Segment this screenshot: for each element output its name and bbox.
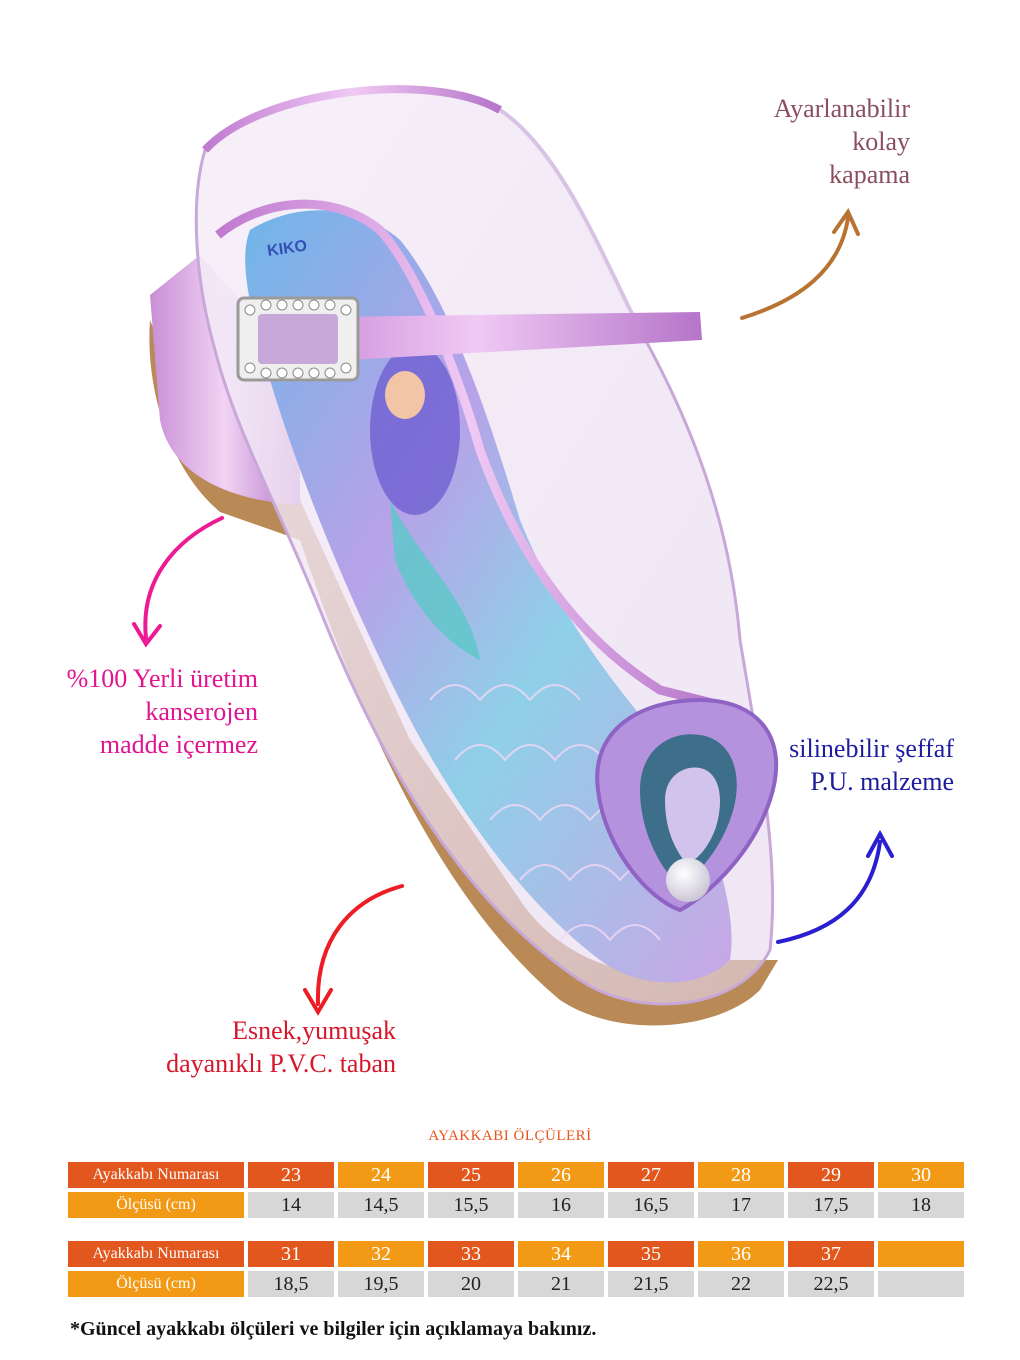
sole-line-2: dayanıklı P.V.C. taban [166, 1049, 396, 1078]
size-cell: 32 [338, 1241, 424, 1267]
size-cell: 31 [248, 1241, 334, 1267]
size-cell: 29 [788, 1162, 874, 1188]
closure-line-3: kapama [829, 160, 910, 189]
material-arrow-icon [776, 829, 894, 944]
sole-arrow-icon [303, 884, 404, 1016]
size-cell: 24 [338, 1162, 424, 1188]
measure-cell: 17,5 [788, 1192, 874, 1218]
size-cell: 35 [608, 1241, 694, 1267]
measure-cell-empty [878, 1271, 964, 1297]
size-row-2-measures: Ölçüsü (cm) 18,5 19,5 20 21 21,5 22 22,5 [68, 1271, 968, 1297]
size-cell: 25 [428, 1162, 514, 1188]
size-cell: 23 [248, 1162, 334, 1188]
strap [250, 312, 702, 365]
material-line-1: silinebilir şeffaf [789, 734, 954, 763]
local-line-2: kanserojen [145, 697, 258, 726]
footnote: *Güncel ayakkabı ölçüleri ve bilgiler iç… [70, 1318, 597, 1340]
measure-cell: 16 [518, 1192, 604, 1218]
closure-line-1: Ayarlanabilir [773, 94, 910, 123]
size-cell: 33 [428, 1241, 514, 1267]
size-cell: 36 [698, 1241, 784, 1267]
size-cell: 28 [698, 1162, 784, 1188]
measure-cell: 14,5 [338, 1192, 424, 1218]
size-number-label: Ayakkabı Numarası [68, 1241, 244, 1267]
size-row-1-measures: Ölçüsü (cm) 14 14,5 15,5 16 16,5 17 17,5… [68, 1192, 968, 1218]
measure-cell: 14 [248, 1192, 334, 1218]
measure-cell: 22,5 [788, 1271, 874, 1297]
svg-text:KIKO: KIKO [266, 238, 308, 260]
measure-cell: 15,5 [428, 1192, 514, 1218]
closure-arrow-icon [740, 207, 860, 320]
size-cell: 27 [608, 1162, 694, 1188]
seashell-ornament [595, 697, 779, 913]
measure-label: Ölçüsü (cm) [68, 1192, 244, 1218]
measure-cell: 19,5 [338, 1271, 424, 1297]
local-production-callout: %100 Yerli üretim kanserojen madde içerm… [30, 662, 258, 761]
size-table-title: AYAKKABI ÖLÇÜLERİ [428, 1128, 592, 1144]
mermaid-figure [370, 345, 460, 515]
measure-cell: 18 [878, 1192, 964, 1218]
size-cell: 26 [518, 1162, 604, 1188]
measure-label: Ölçüsü (cm) [68, 1271, 244, 1297]
size-row-1-numbers: Ayakkabı Numarası 23 24 25 26 27 28 29 3… [68, 1162, 968, 1188]
size-row-2-numbers: Ayakkabı Numarası 31 32 33 34 35 36 37 [68, 1241, 968, 1267]
size-cell-empty [878, 1241, 964, 1267]
size-cell: 37 [788, 1241, 874, 1267]
rhinestones [244, 299, 352, 379]
upper-piping [215, 199, 722, 710]
material-line-2: P.U. malzeme [810, 767, 954, 796]
size-cell: 34 [518, 1241, 604, 1267]
measure-cell: 21 [518, 1271, 604, 1297]
measure-cell: 18,5 [248, 1271, 334, 1297]
material-callout: silinebilir şeffaf P.U. malzeme [740, 732, 954, 798]
measure-cell: 16,5 [608, 1192, 694, 1218]
local-line-3: madde içermez [99, 730, 258, 759]
sole-callout: Esnek,yumuşak dayanıklı P.V.C. taban [150, 1014, 396, 1080]
measure-cell: 22 [698, 1271, 784, 1297]
sole-line-1: Esnek,yumuşak [232, 1016, 396, 1045]
size-cell: 30 [878, 1162, 964, 1188]
sole [149, 320, 778, 1026]
local-arrow-icon [132, 516, 224, 648]
local-line-1: %100 Yerli üretim [66, 664, 258, 693]
measure-cell: 21,5 [608, 1271, 694, 1297]
closure-callout: Ayarlanabilir kolay kapama [700, 92, 910, 191]
measure-cell: 17 [698, 1192, 784, 1218]
closure-line-2: kolay [852, 127, 910, 156]
measure-cell: 20 [428, 1271, 514, 1297]
size-number-label: Ayakkabı Numarası [68, 1162, 244, 1188]
